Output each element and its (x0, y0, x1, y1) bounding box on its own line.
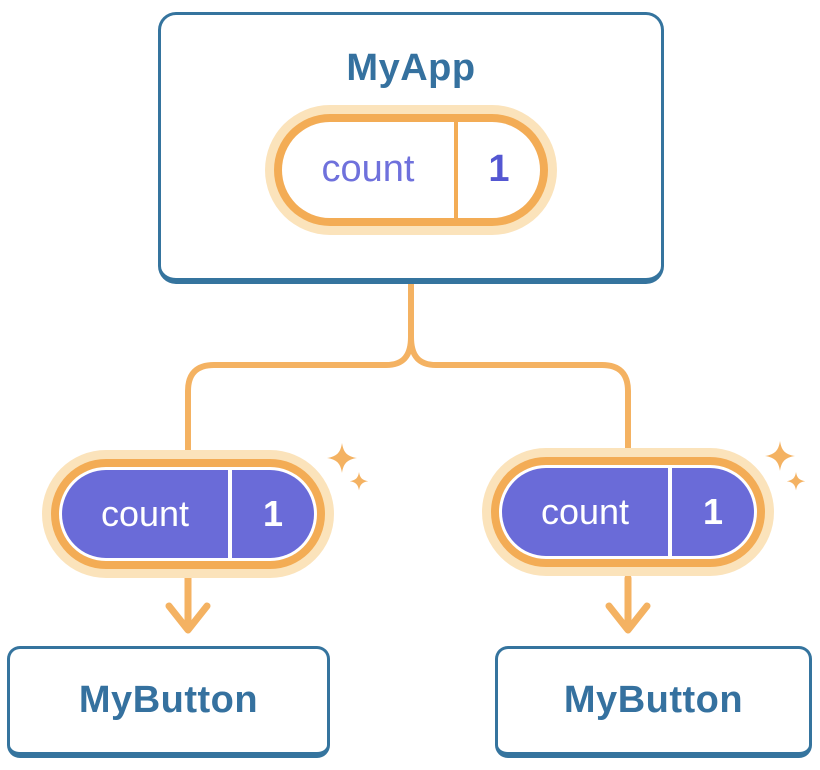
component-node-myapp: MyApp count 1 (158, 12, 664, 284)
state-label: count (321, 148, 415, 191)
component-node-mybutton: MyButton (495, 646, 812, 758)
prop-label: count (540, 491, 630, 532)
prop-value-section: 1 (232, 470, 314, 558)
component-title: MyApp (346, 47, 476, 89)
prop-pill-body: count 1 (499, 465, 757, 559)
prop-value: 1 (702, 491, 724, 532)
arrow-down-icon (605, 574, 651, 634)
prop-pill: count 1 (42, 450, 334, 578)
prop-label: count (100, 493, 190, 534)
state-pill-body: count 1 (282, 121, 540, 218)
prop-pill-ring: count 1 (491, 457, 765, 567)
state-value-section: 1 (458, 122, 540, 218)
prop-pill-fill: count 1 (502, 468, 754, 556)
component-title: MyButton (78, 678, 259, 721)
connector-branch-left (185, 282, 414, 453)
component-node-mybutton: MyButton (7, 646, 330, 758)
prop-value-section: 1 (672, 468, 754, 556)
prop-pill-body: count 1 (59, 467, 317, 561)
prop-value: 1 (262, 493, 284, 534)
prop-pill: count 1 (482, 448, 774, 576)
prop-pill-fill: count 1 (62, 470, 314, 558)
prop-label-section: count (502, 468, 668, 556)
state-pill: count 1 (265, 104, 557, 235)
state-pill-ring: count 1 (274, 113, 548, 226)
connector-branch-right (408, 282, 631, 451)
state-label-section: count (282, 122, 454, 218)
arrow-down-icon (165, 574, 211, 634)
pill-divider (454, 121, 458, 218)
prop-pill-ring: count 1 (51, 459, 325, 569)
pill-divider (228, 470, 232, 558)
sparkle-icon (765, 441, 806, 491)
component-title: MyButton (563, 678, 744, 721)
pill-divider (668, 468, 672, 556)
prop-label-section: count (62, 470, 228, 558)
sparkle-icon (327, 443, 369, 491)
state-value: 1 (488, 148, 510, 191)
